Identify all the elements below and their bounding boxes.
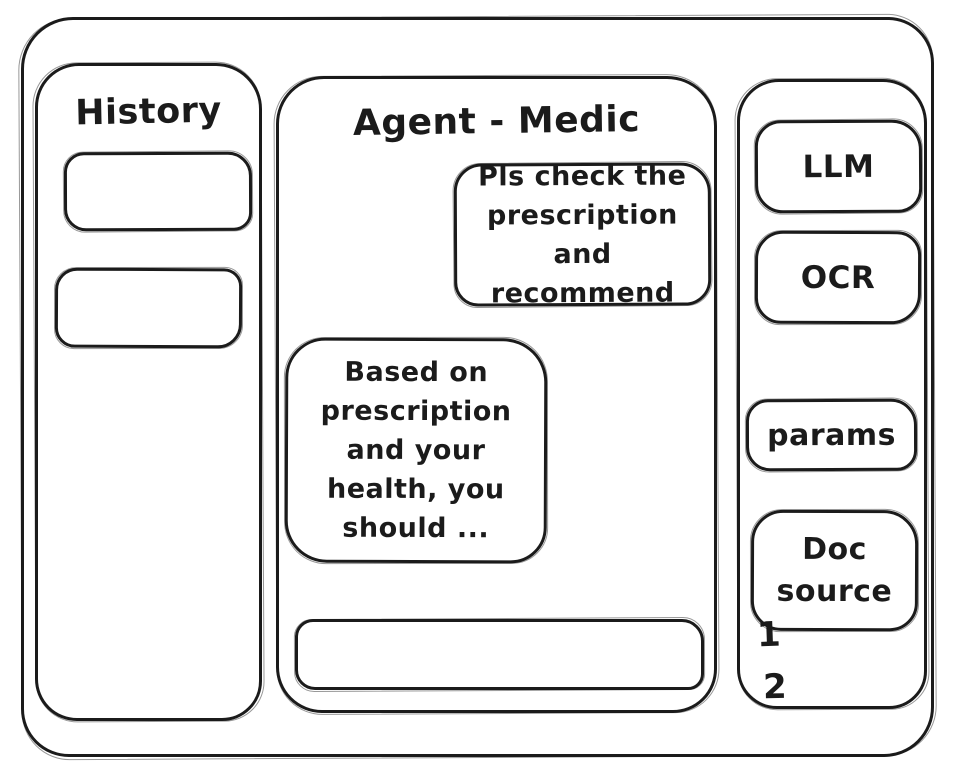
llm-button[interactable]: LLM — [754, 119, 923, 214]
doc-source-button-label: Doc source — [776, 531, 893, 609]
tools-panel: LLM OCR params Doc source 1 2 — [737, 79, 927, 709]
chat-input[interactable] — [298, 622, 701, 687]
chat-panel-title: Agent - Medic — [352, 98, 641, 145]
agent-message-bubble: Based on prescription and your health, y… — [284, 337, 548, 564]
chat-panel: Agent - Medic Pls check the prescription… — [276, 76, 717, 713]
doc-source-button[interactable]: Doc source — [750, 509, 919, 632]
history-panel-title: History — [74, 90, 223, 134]
history-item[interactable] — [63, 151, 253, 232]
ocr-button[interactable]: OCR — [754, 230, 922, 325]
history-panel: History — [35, 63, 262, 721]
doc-source-item-1[interactable]: 1 — [756, 614, 782, 656]
llm-button-label: LLM — [802, 148, 875, 185]
user-message-bubble: Pls check the prescription and recommend — [453, 160, 712, 309]
ocr-button-label: OCR — [800, 259, 876, 296]
chat-input-box — [295, 619, 704, 690]
params-button[interactable]: params — [745, 398, 918, 472]
doc-source-item-2[interactable]: 2 — [762, 666, 788, 708]
params-button-label: params — [767, 417, 896, 453]
history-item[interactable] — [54, 267, 243, 349]
